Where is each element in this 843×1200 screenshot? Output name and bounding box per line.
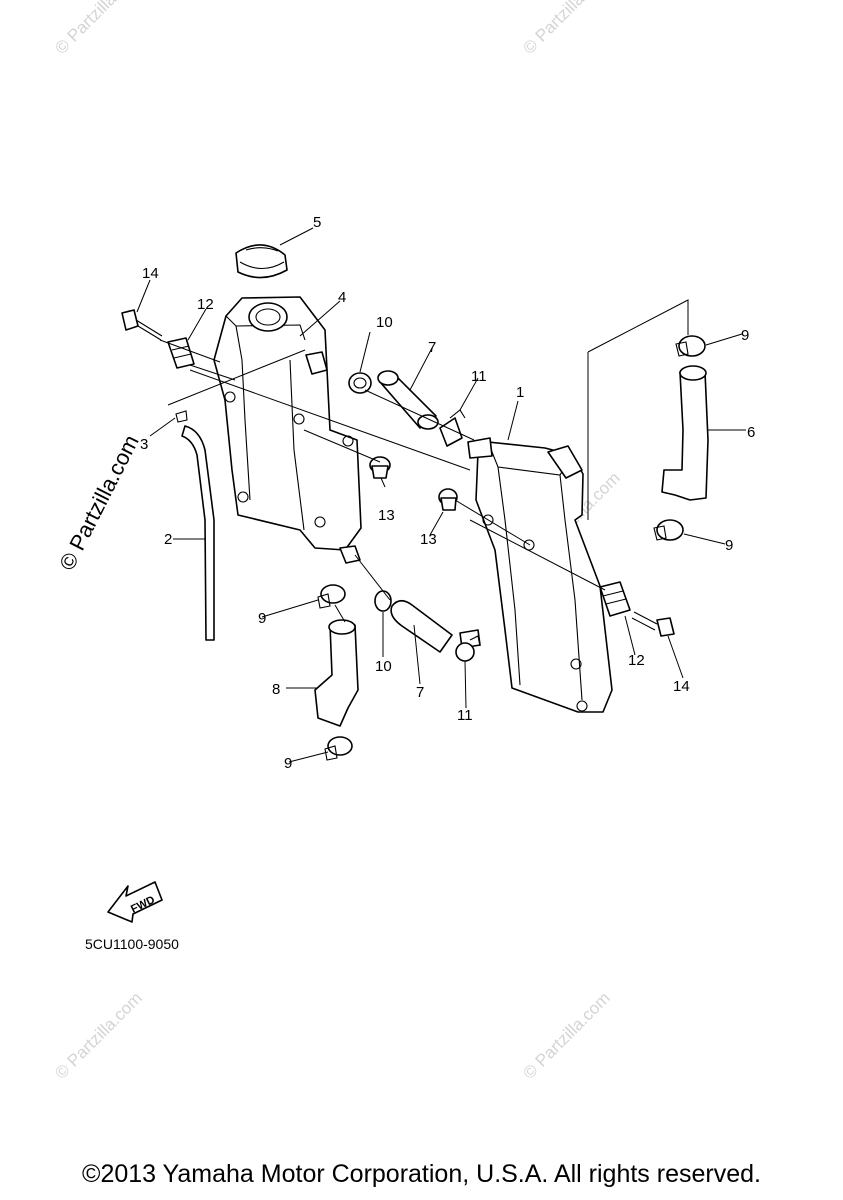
watermark-bottom-left: © Partzilla.com [51, 988, 145, 1082]
clamp-9-left-lower-part [324, 736, 353, 761]
hose-bottom-7-part [390, 599, 453, 653]
callout-1: 1 [516, 384, 524, 401]
damper-right-13-part [438, 488, 458, 511]
watermark-bottom-right: © Partzilla.com [519, 988, 613, 1082]
callout-9-left-lower: 9 [284, 755, 292, 772]
right-radiator-part [459, 437, 613, 713]
grommet-right-part [599, 581, 631, 617]
clamp-bottom-10-part [374, 590, 392, 612]
callout-12-left: 12 [197, 296, 214, 313]
callout-numbers: 1 2 3 4 5 6 7 7 8 9 9 9 9 10 10 11 11 12… [140, 214, 755, 772]
upper-hose-6-part [661, 365, 709, 501]
callout-14-left: 14 [142, 265, 159, 282]
watermark-top-left: © Partzilla.com [51, 0, 145, 58]
callout-5: 5 [313, 214, 321, 231]
callout-leaders [136, 227, 746, 763]
copyright-notice: ©2013 Yamaha Motor Corporation, U.S.A. A… [82, 1160, 761, 1188]
callout-2: 2 [164, 531, 172, 548]
callout-7-bottom: 7 [416, 684, 424, 701]
fwd-arrow-icon: FWD [107, 881, 163, 923]
callout-3: 3 [140, 436, 148, 453]
callout-10-top: 10 [376, 314, 393, 331]
damper-left-13-part [369, 456, 391, 479]
callout-9-upper-right: 9 [741, 327, 749, 344]
clamp-top-11-part [439, 409, 466, 447]
callout-6: 6 [747, 424, 755, 441]
callout-7-top: 7 [428, 339, 436, 356]
clamp-9-lower-right-part [653, 519, 684, 541]
clamp-9-upper-right-part [675, 335, 706, 357]
clamp-9-left-upper-part [317, 584, 346, 609]
callout-10-bottom: 10 [375, 658, 392, 675]
callout-4: 4 [338, 289, 346, 306]
grommet-left-part [167, 337, 195, 369]
callout-13-right: 13 [420, 531, 437, 548]
callout-8: 8 [272, 681, 280, 698]
watermark-top-right: © Partzilla.com [519, 0, 613, 58]
callout-9-lower-right: 9 [725, 537, 733, 554]
radiator-cap-part [235, 244, 288, 279]
bolt-left-part [121, 309, 163, 341]
assembly-lines [159, 299, 689, 623]
bolt-right-part [631, 611, 675, 637]
hose-top-7-part [377, 370, 439, 430]
clamp-top-10-part [348, 372, 372, 394]
clamp-small-part [175, 410, 188, 423]
callout-11-bottom: 11 [457, 707, 473, 724]
diagram-code: 5CU1100-9050 [85, 936, 179, 952]
left-radiator-part [213, 296, 362, 564]
callout-9-left-upper: 9 [258, 610, 266, 627]
callout-14-right: 14 [673, 678, 690, 695]
overflow-hose-part [181, 425, 215, 641]
callout-13-left: 13 [378, 507, 395, 524]
callout-11-top: 11 [471, 368, 487, 385]
watermark-diagonal-left: © Partzilla.com [54, 431, 144, 574]
callout-12-right: 12 [628, 652, 645, 669]
lower-hose-8-part [314, 619, 359, 727]
